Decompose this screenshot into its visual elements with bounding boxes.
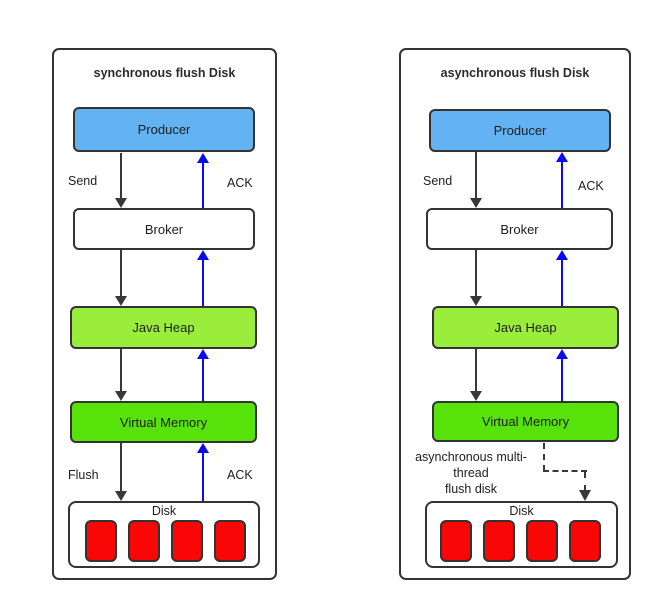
async-flush-note: asynchronous multi- thread flush disk — [415, 450, 527, 496]
disk-cell — [483, 520, 515, 562]
ack-arrow-broker-producer — [556, 152, 568, 208]
ack-upper-label: ACK — [227, 176, 253, 190]
java-heap-label: Java Heap — [494, 320, 557, 335]
java-heap-node: Java Heap — [70, 306, 257, 349]
async-flush-arrowhead — [579, 490, 591, 501]
broker-label: Broker — [144, 221, 184, 237]
producer-node: Producer — [73, 107, 255, 152]
ack-upper-label: ACK — [578, 179, 604, 193]
heap-to-vm-arrow — [470, 349, 482, 401]
async-flush-dashed-connector — [543, 443, 545, 471]
producer-label: Producer — [493, 123, 547, 138]
async-flush-dashed-connector — [584, 472, 586, 491]
disk-cell — [128, 520, 160, 562]
producer-label: Producer — [137, 122, 191, 137]
disk-cell-row — [85, 520, 246, 562]
flush-label: Flush — [68, 468, 99, 482]
disk-cell — [440, 520, 472, 562]
disk-label: Disk — [151, 504, 177, 518]
broker-to-heap-arrow — [115, 250, 127, 306]
disk-cell — [569, 520, 601, 562]
disk-cell — [171, 520, 203, 562]
broker-label: Broker — [500, 221, 539, 237]
disk-label: Disk — [509, 504, 534, 518]
flush-arrow — [115, 443, 127, 501]
virtual-memory-node: Virtual Memory — [432, 401, 619, 442]
disk-cell — [214, 520, 246, 562]
virtual-memory-label: Virtual Memory — [481, 414, 570, 429]
ack-arrow-heap-broker — [556, 250, 568, 306]
ack-arrow-broker-producer — [197, 153, 209, 208]
disk-cell-row — [440, 520, 601, 562]
ack-arrow-heap-broker — [197, 250, 209, 306]
virtual-memory-node: Virtual Memory — [70, 401, 257, 443]
ack-arrow-vm-heap — [556, 349, 568, 401]
ack-lower-label: ACK — [227, 468, 253, 482]
send-arrow — [115, 153, 127, 208]
disk-cell — [526, 520, 558, 562]
java-heap-label: Java Heap — [132, 320, 195, 335]
async-flush-dashed-connector — [543, 470, 587, 472]
async-panel-title: asynchronous flush Disk — [440, 66, 590, 80]
virtual-memory-label: Virtual Memory — [119, 414, 208, 430]
send-label: Send — [423, 174, 453, 188]
ack-arrow-vm-heap — [197, 349, 209, 401]
disk-cell — [85, 520, 117, 562]
producer-node: Producer — [429, 109, 611, 152]
heap-to-vm-arrow — [115, 349, 127, 401]
ack-arrow-disk-vm — [197, 443, 209, 501]
java-heap-node: Java Heap — [432, 306, 619, 349]
send-label: Send — [68, 174, 98, 188]
broker-node: Broker — [426, 208, 613, 250]
sync-panel-title: synchronous flush Disk — [93, 66, 236, 80]
broker-node: Broker — [73, 208, 255, 250]
send-arrow — [470, 152, 482, 208]
broker-to-heap-arrow — [470, 250, 482, 306]
